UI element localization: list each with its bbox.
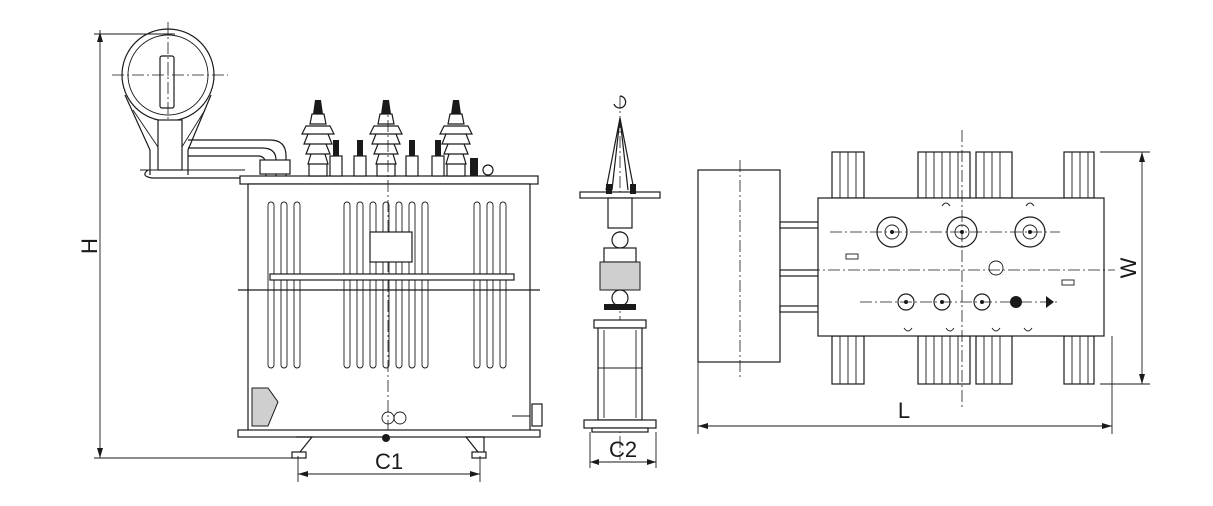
radiators-top [831, 151, 1095, 385]
top-view: W L [697, 130, 1150, 434]
nameplate [369, 231, 413, 263]
radiator-fins [267, 201, 507, 369]
height-label: H [77, 238, 102, 254]
tank-cover [239, 175, 539, 185]
hv-bushings [301, 100, 473, 177]
c2-label: C2 [609, 437, 637, 462]
c2-dimension: C2 [589, 432, 657, 468]
height-dimension: H [77, 30, 300, 459]
w-dimension: W [1100, 151, 1150, 385]
length-label: L [898, 398, 910, 423]
lv-bushings [329, 140, 445, 177]
tank-cover-top [817, 197, 1105, 337]
width-label: W [1116, 257, 1141, 278]
c1-dimension: C1 [297, 449, 481, 482]
conservator-top [697, 169, 781, 363]
front-view: H [77, 22, 543, 482]
l-dimension: L [697, 336, 1113, 434]
c1-label: C1 [375, 449, 403, 474]
side-view: C2 [579, 95, 661, 468]
conservator [112, 22, 291, 179]
